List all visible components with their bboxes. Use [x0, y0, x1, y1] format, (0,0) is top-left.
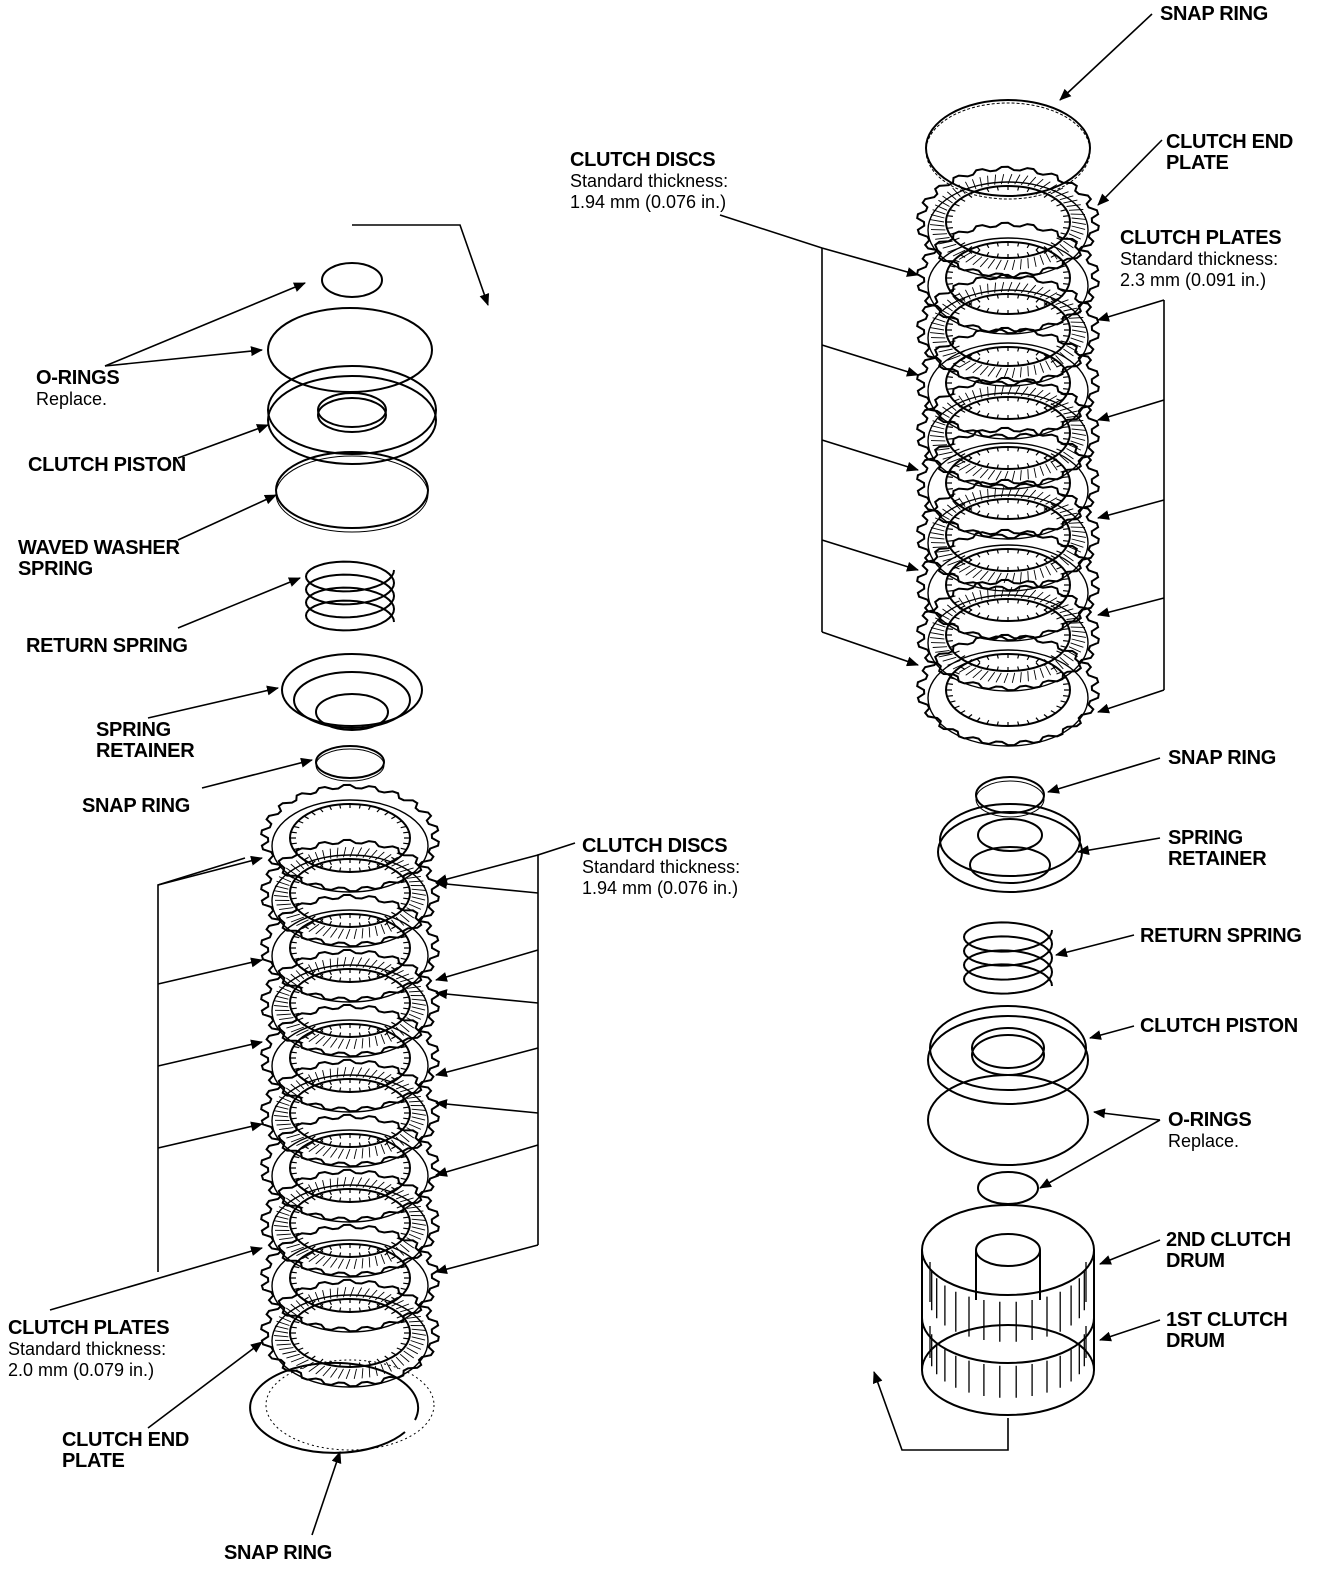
right-clutch-piston-leader [1089, 1026, 1134, 1040]
right-clutch-pack-ring-5 [917, 378, 1099, 489]
left-clutch-disc-arrow-d [435, 1145, 538, 1177]
right-clutch-discs-label: CLUTCH DISCS Standard thickness: 1.94 mm… [570, 149, 729, 213]
left-clutch-pack-ring-5 [261, 1005, 439, 1112]
right-clutch-disc-arrow-3 [822, 440, 919, 472]
left-clutch-pack-ring-9 [261, 1225, 439, 1332]
right-clutch-end-plate-leader [1097, 140, 1162, 206]
right-snap-ring-leader [1047, 758, 1160, 794]
left-clutch-pack-ring-3 [261, 895, 439, 1002]
right-clutch-disc-arrow-2 [822, 345, 919, 377]
right-clutch-end-plate-label: CLUTCH END PLATE [1166, 131, 1293, 174]
left-waved-washer-spring-label: WAVED WASHER SPRING [18, 537, 180, 580]
right-clutch-disc-arrow-4 [822, 540, 919, 572]
right-2nd-drum-leader [1099, 1240, 1160, 1264]
left-spring-retainer [282, 654, 422, 730]
left-clutch-plate-arrow-2 [158, 957, 263, 984]
right-o-rings-leader-b [1039, 1120, 1160, 1188]
right-clutch-plate-arrow-4 [1097, 598, 1164, 618]
left-snap-ring-upper [316, 746, 384, 781]
left-clutch-pack-ring-4 [261, 950, 439, 1057]
left-clutch-piston [268, 366, 436, 464]
left-clutch-disc-arrow-1 [435, 879, 538, 893]
right-clutch-piston-label: CLUTCH PISTON [1140, 1015, 1298, 1037]
right-clutch-plate-arrow-2 [1097, 400, 1164, 422]
right-o-ring-small [978, 1172, 1038, 1204]
left-clutch-pack-ring-8 [261, 1170, 439, 1277]
right-spring-retainer-leader [1077, 838, 1160, 856]
left-top-arrow [352, 225, 490, 306]
left-clutch-discs-bracket [538, 843, 575, 1245]
left-snap-ring-leader [202, 757, 313, 788]
right-clutch-pack-ring-6 [917, 428, 1099, 539]
right-snap-ring-label: SNAP RING [1168, 747, 1277, 769]
left-clutch-disc-arrow-e [435, 1245, 538, 1275]
left-snap-ring-bottom [250, 1360, 434, 1453]
left-o-rings-leader-a [105, 283, 306, 366]
right-clutch-plate-arrow-5 [1097, 690, 1164, 714]
left-return-spring [306, 562, 394, 631]
right-clutch-plate-arrow-1 [1097, 300, 1164, 322]
left-return-spring-label: RETURN SPRING [26, 635, 188, 657]
right-return-spring [964, 922, 1052, 993]
left-clutch-plate-arrow-4 [158, 1121, 263, 1148]
right-clutch-pack-ring-7 [917, 480, 1099, 591]
right-o-ring-large [928, 1075, 1088, 1165]
left-waved-washer-spring [276, 452, 428, 532]
left-clutch-plates-leader [50, 1246, 263, 1310]
right-clutch-pack-ring-9 [917, 580, 1099, 691]
left-snap-ring-upper-label: SNAP RING [82, 795, 191, 817]
right-2nd-clutch-drum-label: 2ND CLUTCH DRUM [1166, 1229, 1291, 1272]
right-clutch-piston [928, 1006, 1088, 1104]
left-clutch-pack-ring-7 [261, 1115, 439, 1222]
right-clutch-disc-arrow-5 [822, 632, 919, 667]
left-o-rings-leader-b [105, 346, 263, 366]
right-o-rings-leader-a [1093, 1108, 1160, 1120]
left-o-rings-label: O-RINGS Replace. [36, 367, 120, 410]
left-return-spring-leader [178, 578, 301, 628]
left-clutch-piston-label: CLUTCH PISTON [28, 454, 186, 476]
right-clutch-pack-ring-10 [917, 635, 1099, 746]
left-clutch-disc-arrow-2 [435, 989, 538, 1003]
left-clutch-plates-arrow-1 [158, 855, 263, 885]
left-spring-retainer-leader [148, 685, 279, 718]
left-clutch-end-plate-label: CLUTCH END PLATE [62, 1429, 189, 1472]
left-clutch-disc-arrow-c [435, 1048, 538, 1078]
right-clutch-plate-arrow-3 [1097, 500, 1164, 520]
right-clutch-plates-label: CLUTCH PLATES Standard thickness: 2.3 mm… [1120, 227, 1282, 291]
left-clutch-discs-label: CLUTCH DISCS Standard thickness: 1.94 mm… [582, 835, 741, 899]
right-spring-retainer-label: SPRING RETAINER [1168, 827, 1267, 870]
right-return-spring-leader [1055, 935, 1134, 958]
left-o-ring-small [322, 263, 382, 297]
right-o-rings-label: O-RINGS Replace. [1168, 1109, 1252, 1152]
left-o-ring-large [268, 308, 432, 392]
right-1st-drum-leader [1099, 1320, 1160, 1342]
left-clutch-disc-arrow-b [435, 950, 538, 982]
right-bottom-arrow [873, 1371, 1008, 1450]
left-snap-ring-bottom-label: SNAP RING [224, 1542, 333, 1564]
right-snap-ring-top-leader [1059, 14, 1152, 101]
left-clutch-pack-ring-1 [261, 785, 439, 892]
right-snap-ring-top [926, 100, 1090, 199]
right-clutch-discs-pointer [720, 215, 919, 277]
right-return-spring-label: RETURN SPRING [1140, 925, 1302, 947]
left-snap-ring-bottom-leader [312, 1451, 342, 1535]
right-1st-clutch-drum-label: 1ST CLUTCH DRUM [1166, 1309, 1288, 1352]
left-clutch-end-plate-leader [148, 1342, 263, 1428]
right-clutch-pack-ring-3 [917, 275, 1099, 386]
left-waved-washer-leader [178, 495, 277, 540]
left-clutch-pack-ring-6 [261, 1060, 439, 1167]
left-spring-retainer-label: SPRING RETAINER [96, 719, 195, 762]
right-clutch-pack-ring-4 [917, 328, 1099, 439]
left-clutch-disc-arrow-3 [435, 1099, 538, 1113]
right-clutch-drum-assembly [922, 1205, 1094, 1415]
left-clutch-disc-arrow-a [435, 855, 538, 885]
left-clutch-pack-ring-2 [261, 840, 439, 947]
left-clutch-plate-arrow-3 [158, 1039, 263, 1066]
left-clutch-plates-bracket [158, 858, 245, 1272]
right-snap-ring-top-label: SNAP RING [1160, 3, 1269, 25]
left-clutch-piston-leader [178, 424, 269, 458]
left-clutch-plates-label: CLUTCH PLATES Standard thickness: 2.0 mm… [8, 1317, 170, 1381]
